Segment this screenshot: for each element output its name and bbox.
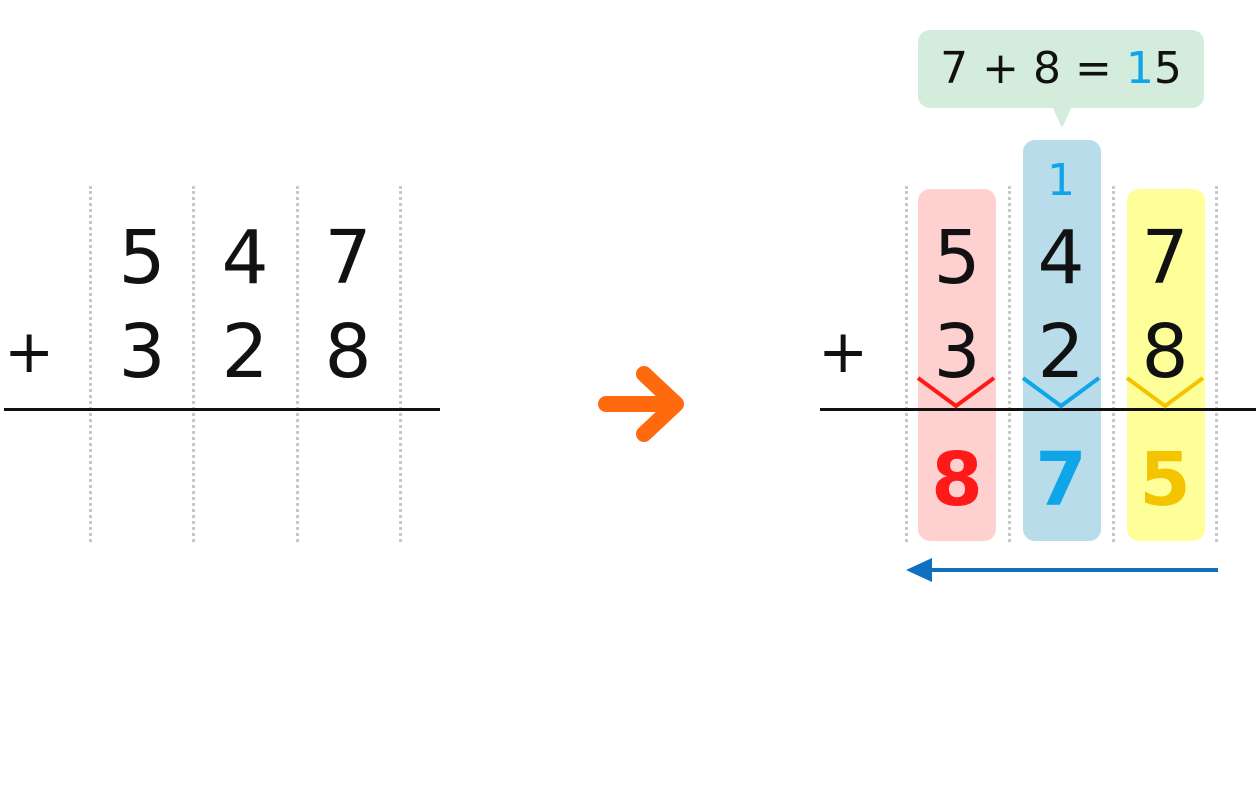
left-top-digit-hundreds: 5: [118, 215, 166, 301]
left-bottom-digit-hundreds: 3: [118, 309, 166, 395]
right-top-digit-tens: 4: [1037, 215, 1085, 301]
calculation-bubble: 7 + 8 = 15: [918, 30, 1204, 108]
left-top-digit-tens: 4: [221, 215, 269, 301]
column-guide-line: [1112, 186, 1115, 542]
hundreds-column-highlight: [918, 189, 996, 541]
column-guide-line: [905, 186, 908, 542]
bubble-ones-digit: 5: [1153, 43, 1182, 94]
ones-chevron-icon: [1125, 376, 1205, 409]
left-top-digit-ones: 7: [324, 215, 372, 301]
carry-digit: 1: [1047, 155, 1075, 206]
bubble-carry-digit: 1: [1125, 43, 1154, 94]
right-bottom-digit-ones: 8: [1141, 309, 1189, 395]
result-digit-tens: 7: [1035, 437, 1087, 523]
right-plus-sign: +: [818, 317, 869, 387]
column-guide-line: [1215, 186, 1218, 542]
left-sum-line: [4, 408, 440, 411]
left-arrow-icon: [906, 558, 1218, 582]
ones-column-highlight: [1127, 189, 1205, 541]
column-guide-line: [89, 186, 92, 542]
right-sum-line: [820, 408, 1256, 411]
right-bottom-digit-tens: 2: [1037, 309, 1085, 395]
tens-chevron-icon: [1021, 376, 1101, 409]
right-bottom-digit-hundreds: 3: [933, 309, 981, 395]
hundreds-chevron-icon: [916, 376, 996, 409]
column-guide-line: [399, 186, 402, 542]
column-guide-line: [192, 186, 195, 542]
result-digit-hundreds: 8: [931, 437, 983, 523]
right-top-digit-hundreds: 5: [933, 215, 981, 301]
result-digit-ones: 5: [1139, 437, 1191, 523]
bubble-tail: [1052, 106, 1072, 128]
left-plus-sign: +: [4, 317, 55, 387]
tens-column-highlight: [1023, 140, 1101, 541]
left-bottom-digit-tens: 2: [221, 309, 269, 395]
right-arrow-icon: [598, 366, 684, 442]
right-top-digit-ones: 7: [1141, 215, 1189, 301]
left-bottom-digit-ones: 8: [324, 309, 372, 395]
bubble-expression: 7 + 8 =: [940, 43, 1126, 94]
column-guide-line: [296, 186, 299, 542]
column-guide-line: [1008, 186, 1011, 542]
